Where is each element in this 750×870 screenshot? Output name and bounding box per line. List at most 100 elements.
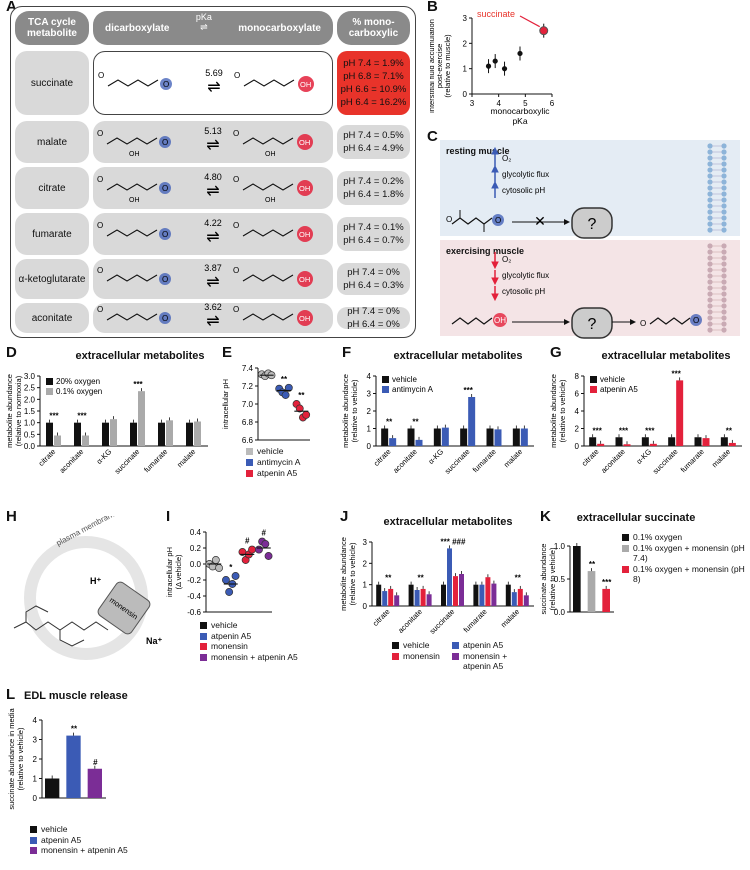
b-ytick-label: 1: [463, 65, 468, 74]
lipid-head: [707, 197, 713, 203]
blue-carboxylate-3: [159, 228, 171, 240]
bar: [587, 571, 596, 612]
ylabel: intracellular pH(Δ vehicle): [166, 547, 183, 597]
pct-line: pH 6.4 = 0.3%: [343, 280, 404, 291]
chart-b-ylabel: interstitial fluid accumulationpost-exer…: [430, 19, 452, 113]
legend-swatch: [200, 632, 207, 640]
atom-o-right-1: O: [233, 129, 239, 138]
chart-b: interstitial fluid accumulationpost-exer…: [430, 9, 555, 126]
lipid-head: [707, 155, 713, 161]
dot: [231, 572, 240, 580]
sig-marker: **: [412, 418, 419, 427]
lipid-head: [721, 267, 727, 273]
red-carboxyl-5: [297, 310, 313, 326]
bar: [394, 595, 400, 606]
resting-label: resting muscle: [446, 146, 510, 156]
bar: [479, 584, 485, 606]
ytick-label: 4: [575, 407, 580, 416]
b-xtick-label: 4: [496, 99, 501, 108]
sig-marker: **: [726, 426, 733, 435]
metabolite-name-2: citrate: [15, 167, 89, 209]
bar: [473, 584, 479, 606]
bar: [460, 428, 468, 446]
legend-swatch: [622, 534, 629, 541]
ylabel: metabolite abundance(relative to normoxi…: [6, 374, 23, 448]
ytick-label: 2.5: [24, 384, 36, 393]
ytick-label: 7.0: [242, 400, 254, 409]
bar: [589, 437, 597, 446]
lipid-head: [707, 321, 713, 327]
ylabel: metabolite abundance(relative to vehicle…: [550, 374, 567, 448]
chart-b-annotation: succinate: [477, 9, 515, 19]
b-ytick-label: 0: [463, 90, 468, 99]
ytick-label: 6: [575, 390, 580, 399]
ex-ph: cytosolic pH: [502, 287, 545, 296]
sig-marker: ***: [602, 578, 612, 587]
sig-marker: *** ###: [441, 537, 466, 546]
legend-label: vehicle: [403, 640, 430, 650]
chart-d: metabolite abundance(relative to normoxi…: [6, 372, 208, 476]
lipid-head: [721, 215, 727, 221]
red-carboxyl-2: [297, 180, 313, 196]
pct-line: pH 6.6 = 10.9%: [340, 84, 407, 95]
legend-item: antimycin A: [246, 457, 300, 468]
sig-marker: **: [281, 375, 288, 384]
atom-o-blue-2: O: [162, 184, 168, 193]
xtick-label: citrate: [37, 447, 58, 468]
sig-marker: **: [589, 560, 596, 569]
ylabel: succinate abundance in media(relative to…: [7, 708, 25, 810]
h-ion: H⁺: [90, 576, 101, 586]
lipid-head: [707, 209, 713, 215]
sig-marker: **: [386, 418, 393, 427]
lipid-head: [707, 291, 713, 297]
ytick-label: 0.0: [24, 442, 36, 451]
xtick-label: succinate: [113, 447, 142, 476]
ytick-label: 2.0: [24, 395, 36, 404]
ytick-label: 3: [367, 390, 372, 399]
chart-i: intracellular pH(Δ vehicle)-0.6-0.4-0.20…: [166, 528, 273, 616]
bar: [66, 735, 81, 798]
legend-label: vehicle: [392, 375, 417, 384]
xtick-label: α-KG: [634, 447, 653, 466]
legend-item: monensin: [200, 641, 330, 652]
legend-label: antimycin A: [392, 385, 434, 394]
chart-l: succinate abundance in media(relative to…: [7, 708, 106, 810]
metabolite-name-1: malate: [15, 121, 89, 163]
pct-line: pH 6.4 = 16.2%: [340, 97, 407, 108]
na-ion: Na⁺: [146, 636, 163, 646]
xtick-label: malate: [175, 447, 197, 469]
ytick-label: 3: [33, 736, 38, 745]
lipid-head: [721, 185, 727, 191]
xtick-label: aconitate: [599, 447, 627, 475]
legend-swatch: [246, 470, 253, 477]
legend-item: vehicle: [200, 620, 330, 631]
lipid-head: [721, 303, 727, 309]
lipid-head: [707, 227, 713, 233]
header-pka: pKa⇌: [195, 11, 212, 32]
chart-e: intracellular pH6.66.87.07.27.4****: [222, 364, 311, 445]
legend-swatch: [622, 544, 629, 552]
dot: [215, 564, 224, 572]
panel-label-g: G: [550, 344, 562, 361]
pct-cell-3: pH 7.4 = 0.1%pH 6.4 = 0.7%: [337, 217, 410, 251]
legend-item: 0.1% oxygen: [622, 532, 746, 543]
sig-marker: #: [93, 758, 98, 767]
bar: [130, 422, 137, 446]
bar: [82, 435, 89, 446]
legend-label: 0.1% oxygen + monensin (pH 7.4): [633, 542, 745, 564]
resting-o2: O₂: [502, 154, 511, 163]
lipid-head: [721, 261, 727, 267]
legend-swatch: [382, 376, 389, 383]
panel-label-k: K: [540, 508, 551, 525]
panel-label-c: C: [427, 128, 438, 145]
atom-o-left-2: O: [97, 175, 103, 184]
bar: [694, 437, 702, 446]
svg-text:✕: ✕: [534, 213, 546, 229]
red-carboxyl-1: [297, 134, 313, 150]
metabolite-name-4: α-ketoglutarate: [15, 259, 89, 299]
ytick-label: 2: [575, 425, 580, 434]
legend-label: vehicle: [41, 824, 68, 834]
legend-swatch: [30, 836, 37, 844]
